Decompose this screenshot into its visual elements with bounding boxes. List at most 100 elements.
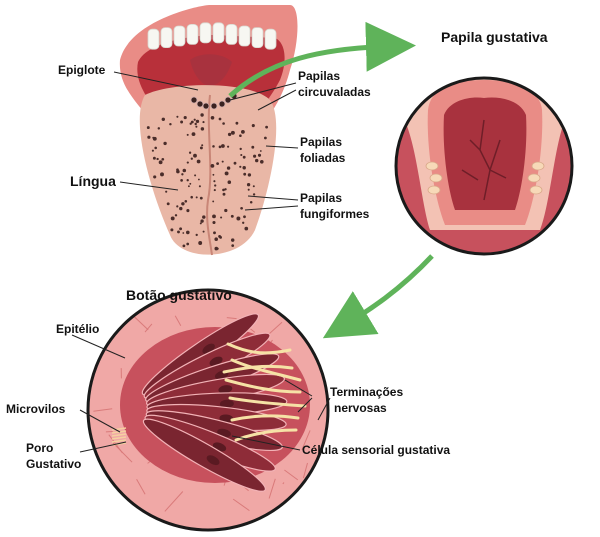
label-papilas-foliadas-1: Papilas	[300, 135, 342, 149]
fungiform-papilla-dot	[214, 237, 218, 241]
fungiform-papilla-dot	[167, 202, 170, 205]
fungiform-papilla-dot	[212, 145, 215, 148]
fungiform-papilla-dot	[160, 172, 164, 176]
fungiform-papilla-dot	[186, 209, 189, 212]
fungiform-papilla-dot	[176, 116, 178, 118]
fungiform-papilla-dot	[182, 232, 184, 234]
fungiform-papilla-dot	[192, 132, 196, 136]
label-poro-2: Gustativo	[26, 457, 81, 471]
fungiform-papilla-dot	[196, 234, 198, 236]
fungiform-papilla-dot	[176, 170, 180, 174]
fungiform-papilla-dot	[212, 174, 214, 176]
fungiform-papilla-dot	[152, 137, 154, 139]
fungiform-papilla-dot	[183, 169, 187, 173]
tooth	[252, 28, 263, 48]
fungiform-papilla-dot	[219, 118, 222, 121]
fungiform-papilla-dot	[244, 227, 248, 231]
tooth	[239, 26, 250, 46]
fungiform-papilla-dot	[169, 123, 171, 125]
fungiform-papilla-dot	[255, 159, 258, 162]
fungiform-papilla-dot	[154, 147, 157, 150]
fungiform-papilla-dot	[216, 162, 219, 165]
fungiform-papilla-dot	[243, 173, 246, 176]
fungiform-papilla-dot	[197, 160, 201, 164]
fungiform-papilla-dot	[234, 162, 237, 165]
papila-taste-bud	[530, 186, 542, 194]
fungiform-papilla-dot	[200, 197, 203, 200]
label-botao-gustativo: Botão gustativo	[126, 287, 232, 303]
fungiform-papilla-dot	[194, 123, 196, 125]
fungiform-papilla-dot	[201, 127, 204, 130]
tooth	[213, 23, 224, 43]
fungiform-papilla-dot	[243, 215, 246, 218]
fungiform-papilla-dot	[179, 227, 182, 230]
fungiform-papilla-dot	[147, 136, 150, 139]
fungiform-papilla-dot	[203, 231, 205, 233]
fungiform-papilla-dot	[248, 173, 251, 176]
fungiform-papilla-dot	[212, 214, 216, 218]
fungiform-papilla-dot	[228, 180, 232, 184]
tooth	[161, 28, 172, 48]
circumvallate-papilla	[203, 103, 209, 109]
fungiform-papilla-dot	[191, 158, 193, 160]
fungiform-papilla-dot	[221, 144, 225, 148]
fungiform-papilla-dot	[225, 171, 229, 175]
fungiform-papilla-dot	[179, 207, 182, 210]
fungiform-papilla-dot	[180, 179, 183, 182]
papila-taste-bud	[426, 162, 438, 170]
epithelium-vessel	[327, 315, 328, 317]
fungiform-papilla-dot	[239, 166, 241, 168]
circumvallate-papilla	[211, 103, 217, 109]
circumvallate-papilla	[191, 97, 197, 103]
botao-gustativo-illustration	[83, 290, 329, 530]
fungiform-papilla-dot	[162, 118, 165, 121]
fungiform-papilla-dot	[198, 241, 202, 245]
fungiform-papilla-dot	[196, 120, 199, 123]
epithelium-vessel	[83, 296, 94, 299]
fungiform-papilla-dot	[153, 157, 156, 160]
fungiform-papilla-dot	[200, 219, 203, 222]
fungiform-papilla-dot	[236, 217, 240, 221]
fungiform-papilla-dot	[183, 245, 186, 248]
fungiform-papilla-dot	[213, 231, 216, 234]
fungiform-papilla-dot	[243, 156, 246, 159]
fungiform-papilla-dot	[181, 173, 183, 175]
fungiform-papilla-dot	[242, 222, 244, 224]
fungiform-papilla-dot	[181, 202, 184, 205]
label-epiglote: Epiglote	[58, 63, 106, 77]
fungiform-papilla-dot	[171, 216, 175, 220]
epithelium-vessel	[277, 293, 292, 313]
tooth	[226, 24, 237, 44]
fungiform-papilla-dot	[219, 146, 222, 149]
fungiform-papilla-dot	[212, 221, 215, 224]
fungiform-papilla-dot	[240, 207, 243, 210]
fungiform-papilla-dot	[187, 162, 189, 164]
fungiform-papilla-dot	[153, 175, 156, 178]
fungiform-papilla-dot	[250, 201, 253, 204]
fungiform-papilla-dot	[240, 148, 242, 150]
fungiform-papilla-dot	[228, 133, 231, 136]
fungiform-papilla-dot	[163, 142, 166, 145]
fungiform-papilla-dot	[152, 150, 154, 152]
fungiform-papilla-dot	[186, 243, 189, 246]
fungiform-papilla-dot	[260, 150, 262, 152]
fungiform-papilla-dot	[251, 146, 254, 149]
fungiform-papilla-dot	[211, 164, 215, 168]
fungiform-papilla-dot	[191, 121, 194, 124]
fungiform-papilla-dot	[242, 166, 245, 169]
fungiform-papilla-dot	[222, 122, 225, 125]
fungiform-papilla-dot	[224, 209, 227, 212]
label-papilas-circuvaladas-2: circuvaladas	[298, 85, 371, 99]
fungiform-papilla-dot	[260, 160, 264, 164]
fungiform-papilla-dot	[200, 113, 203, 116]
fungiform-papilla-dot	[223, 193, 226, 196]
tooth	[174, 26, 185, 46]
fungiform-papilla-dot	[196, 196, 198, 198]
fungiform-papilla-dot	[236, 122, 239, 125]
papila-taste-bud	[528, 174, 540, 182]
label-papilas-foliadas-2: foliadas	[300, 151, 346, 165]
fungiform-papilla-dot	[222, 189, 225, 192]
fungiform-papilla-dot	[264, 137, 267, 140]
fungiform-papilla-dot	[200, 146, 203, 149]
fungiform-papilla-dot	[212, 200, 214, 202]
